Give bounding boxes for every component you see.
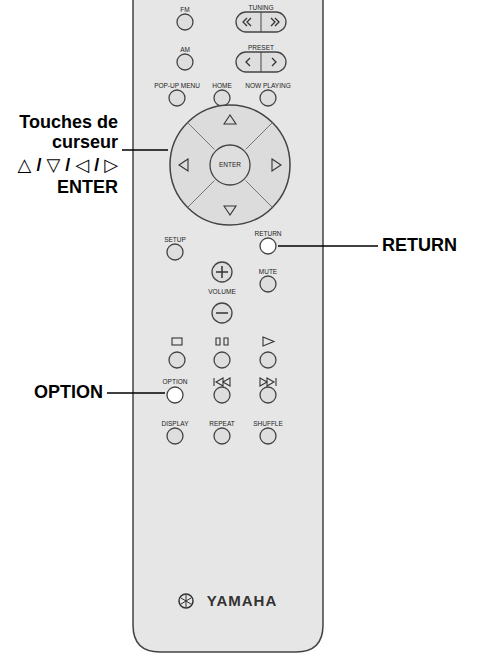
play-symbol bbox=[263, 337, 274, 346]
logo-forks bbox=[181, 595, 191, 607]
button bbox=[177, 54, 193, 70]
pad-divider bbox=[188, 123, 215, 150]
pair-button bbox=[236, 52, 286, 72]
leader-line bbox=[278, 245, 378, 246]
callout-label: OPTION bbox=[34, 383, 103, 403]
enter-button bbox=[210, 145, 250, 185]
button-label: PRESET bbox=[248, 44, 274, 51]
button-label: AM bbox=[180, 46, 190, 53]
callout-label: △ / ▽ / ◁ / ▷ bbox=[18, 156, 118, 176]
button bbox=[214, 387, 230, 403]
button bbox=[177, 14, 193, 30]
tuning-arrows bbox=[243, 18, 279, 26]
pair-divider bbox=[261, 52, 262, 72]
button bbox=[260, 428, 276, 444]
left-arrow bbox=[179, 159, 188, 171]
skip-forward-symbol bbox=[260, 378, 276, 386]
button bbox=[169, 352, 185, 368]
leader-line bbox=[122, 149, 168, 150]
button-label: HOME bbox=[212, 82, 232, 89]
button bbox=[167, 387, 183, 403]
button bbox=[260, 276, 276, 292]
button-label: DISPLAY bbox=[162, 420, 189, 427]
button-label: POP-UP MENU bbox=[154, 82, 200, 89]
button bbox=[214, 352, 230, 368]
button-label: MUTE bbox=[259, 268, 277, 275]
button bbox=[169, 90, 185, 106]
button-label: RETURN bbox=[254, 230, 281, 237]
stop-symbol bbox=[172, 338, 182, 345]
button bbox=[214, 90, 230, 106]
pad-divider bbox=[188, 181, 215, 208]
button bbox=[260, 352, 276, 368]
callout-label: ENTER bbox=[57, 178, 118, 198]
remote-body bbox=[133, 0, 323, 652]
button bbox=[260, 238, 276, 254]
brand-logo: YAMAHA bbox=[207, 593, 277, 610]
pair-divider bbox=[261, 12, 262, 32]
logo-emblem bbox=[179, 594, 193, 608]
button bbox=[214, 428, 230, 444]
callout-label: RETURN bbox=[382, 236, 457, 256]
down-arrow bbox=[224, 206, 236, 215]
up-arrow bbox=[224, 115, 236, 124]
button bbox=[260, 90, 276, 106]
button-label: OPTION bbox=[163, 378, 188, 385]
leader-line bbox=[107, 392, 165, 393]
pair-button bbox=[236, 12, 286, 32]
pad-divider bbox=[246, 181, 273, 208]
callout-label: Touches de curseur bbox=[10, 113, 118, 153]
preset-arrows bbox=[246, 58, 276, 66]
button bbox=[167, 428, 183, 444]
button-label: REPEAT bbox=[209, 420, 235, 427]
button-label: SHUFFLE bbox=[253, 420, 283, 427]
button-label: NOW PLAYING bbox=[245, 82, 290, 89]
button bbox=[260, 387, 276, 403]
button-label: FM bbox=[180, 6, 189, 13]
skip-back-symbol bbox=[214, 378, 230, 386]
button-label: ENTER bbox=[219, 161, 241, 168]
cursor-pad bbox=[170, 105, 290, 225]
right-arrow bbox=[272, 159, 281, 171]
button-label: SETUP bbox=[164, 236, 186, 243]
pad-divider bbox=[246, 123, 273, 150]
button-label: VOLUME bbox=[208, 288, 235, 295]
button bbox=[167, 244, 183, 260]
pause-symbol bbox=[216, 338, 228, 345]
button-label: TUNING bbox=[249, 4, 274, 11]
